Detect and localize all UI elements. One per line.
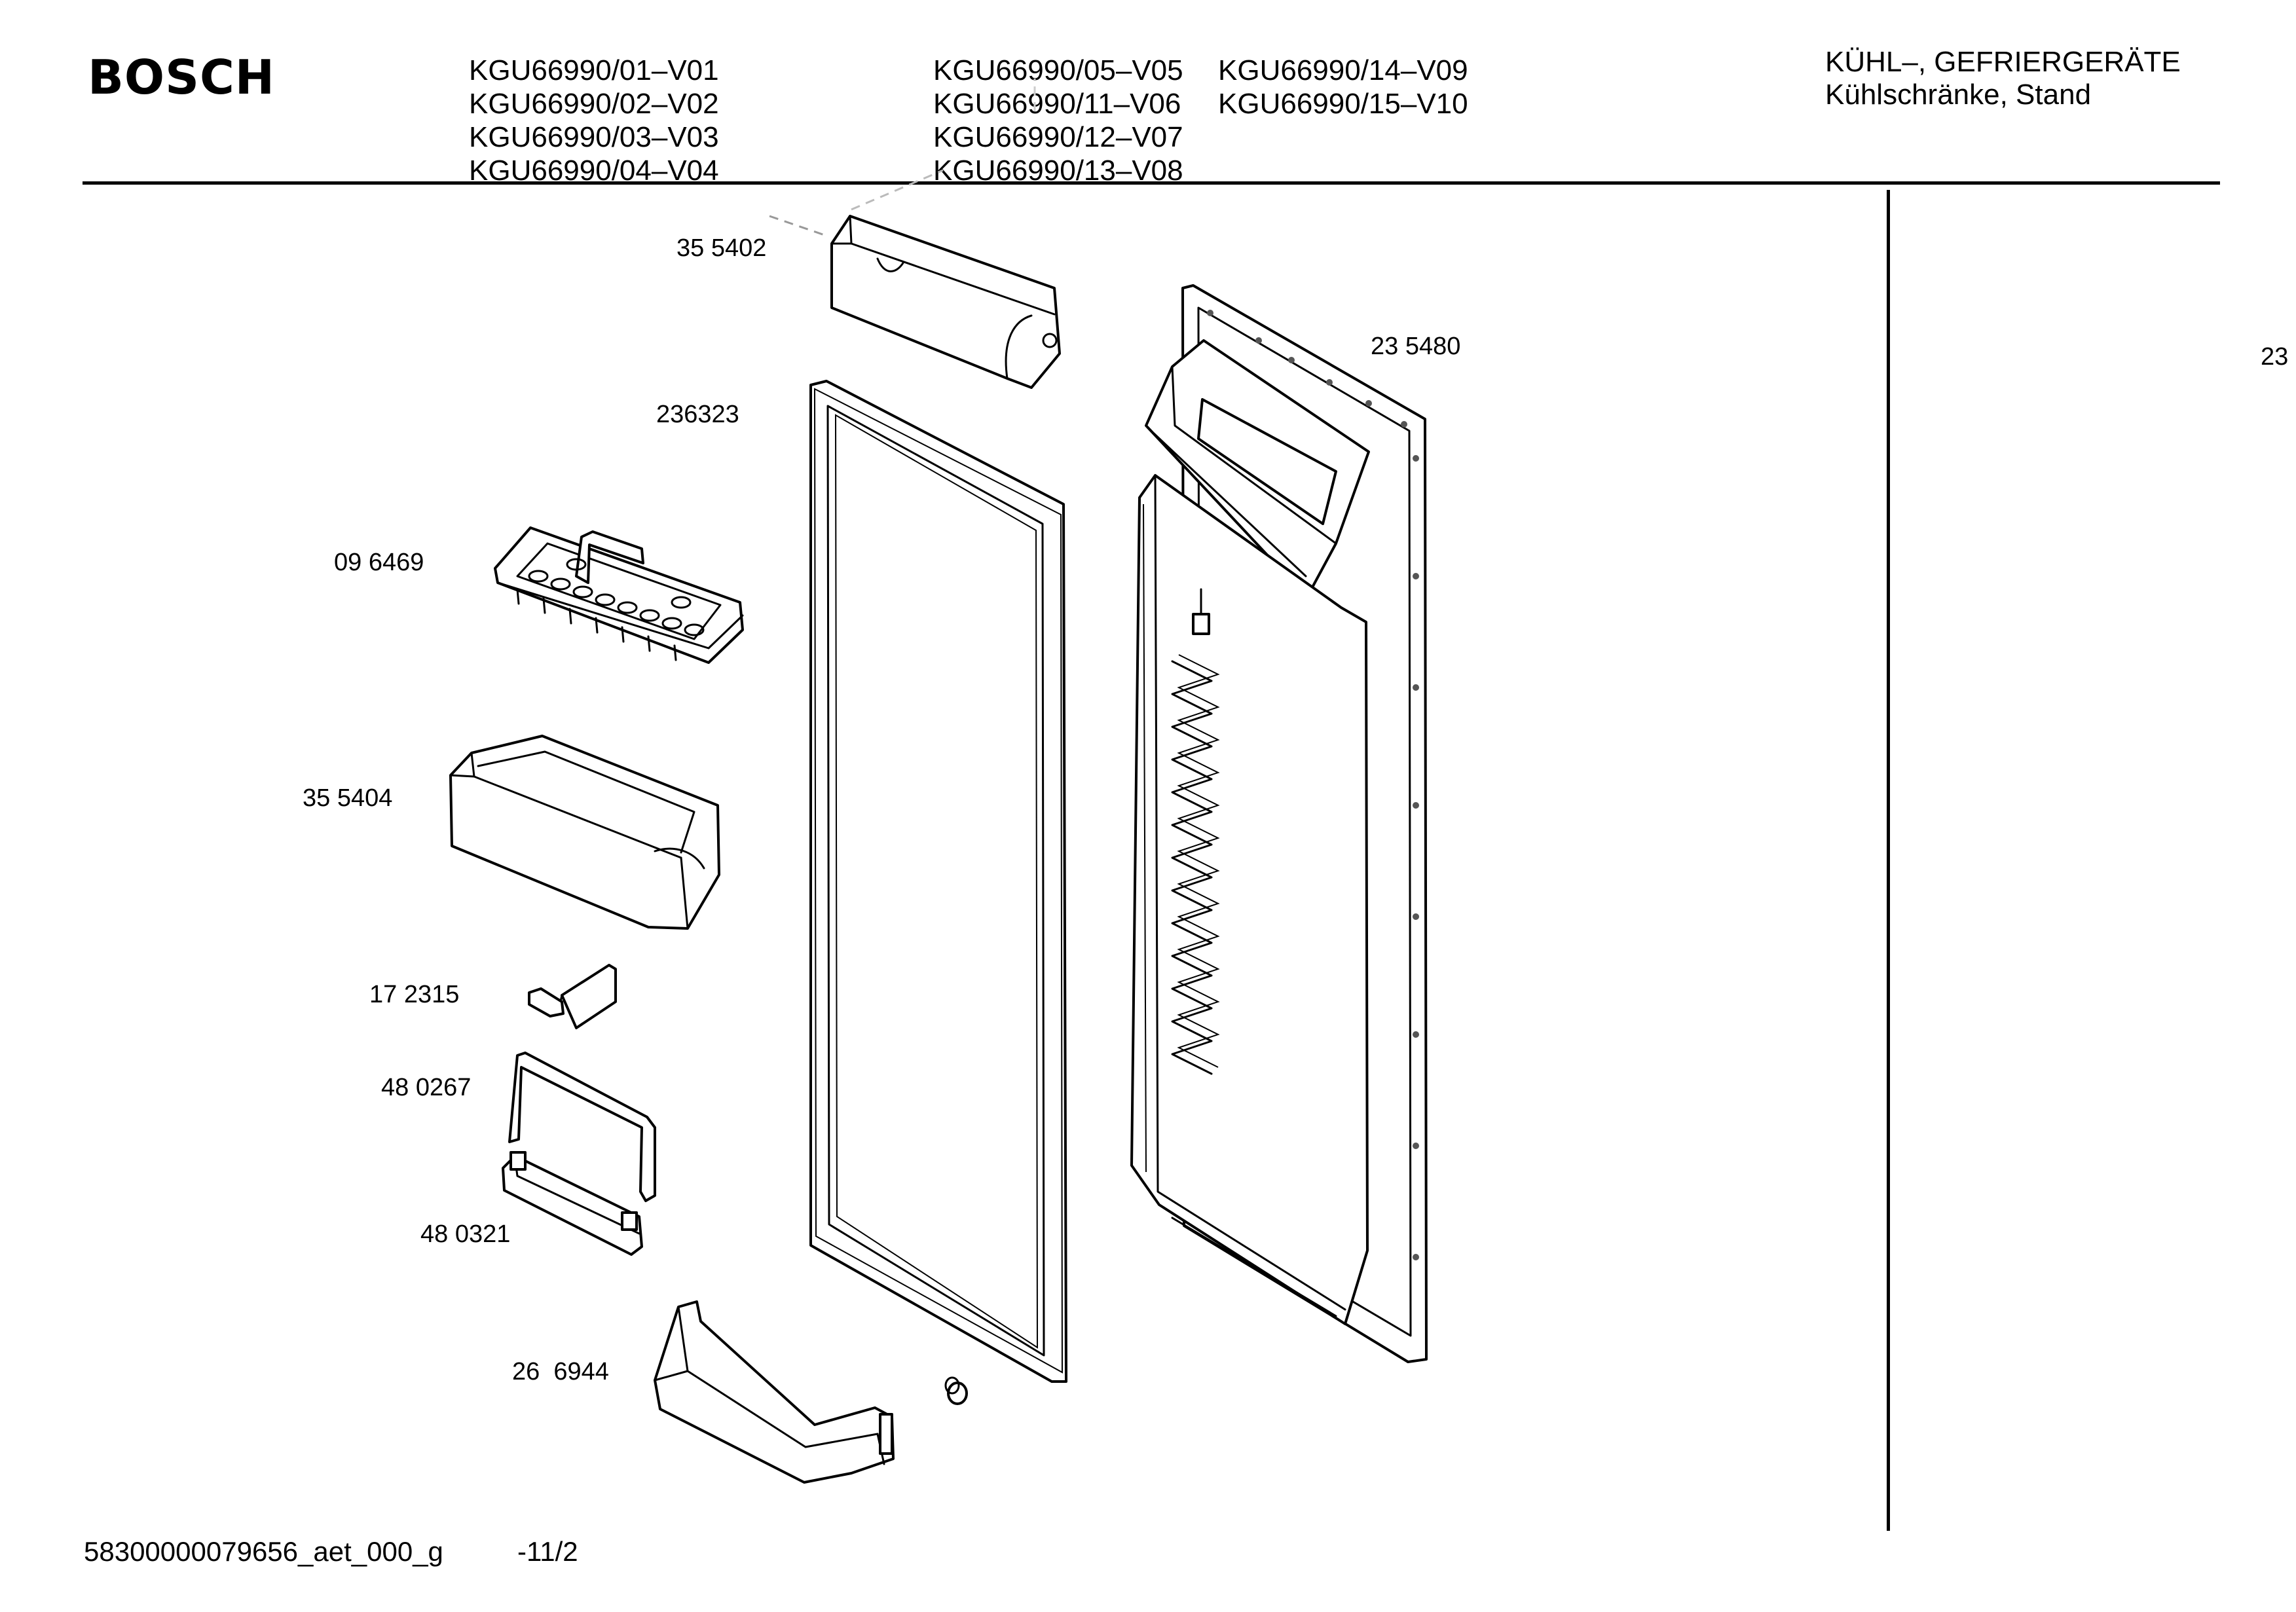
- side-label: 23: [2261, 343, 2289, 371]
- document-id: 58300000079656_aet_000_g: [84, 1536, 443, 1567]
- model-column-2: KGU66990/05–V05 KGU66990/11–V06 KGU66990…: [933, 54, 1183, 187]
- model-number: KGU66990/15–V10: [1218, 88, 1468, 120]
- part-label-236323: 236323: [656, 401, 739, 428]
- coil: [1171, 660, 1213, 1075]
- wire-bail: [508, 1052, 656, 1202]
- model-number: KGU66990/02–V02: [469, 88, 719, 120]
- egg-tray: [494, 526, 744, 664]
- category-title: KÜHL–, GEFRIERGERÄTE: [1825, 46, 2181, 78]
- door-gasket: [809, 380, 1067, 1383]
- brand-logo: BOSCH: [88, 50, 276, 105]
- model-number: KGU66990/12–V07: [933, 121, 1183, 153]
- egg-cups: [528, 558, 705, 636]
- part-label-480267: 48 0267: [381, 1074, 472, 1101]
- flange-holes: [1207, 310, 1419, 1260]
- header-rule: [83, 181, 2220, 185]
- stopper: [944, 1376, 968, 1405]
- bottle-shelf: [654, 1300, 895, 1484]
- part-label-355404: 35 5404: [303, 784, 393, 812]
- model-number: KGU66990/01–V01: [469, 54, 719, 86]
- part-label-172315: 17 2315: [369, 981, 460, 1008]
- top-shelf-cover: [830, 215, 1061, 389]
- model-column-1: KGU66990/01–V01 KGU66990/02–V02 KGU66990…: [469, 54, 719, 187]
- model-number: KGU66990/04–V04: [469, 155, 719, 187]
- page-number: -11/2: [517, 1536, 578, 1567]
- part-label-235480: 23 5480: [1371, 333, 1461, 360]
- category-block: KÜHL–, GEFRIERGERÄTE Kühlschränke, Stand: [1825, 46, 2181, 111]
- model-column-3: KGU66990/14–V09 KGU66990/15–V10: [1218, 54, 1468, 120]
- door-bin: [449, 735, 720, 930]
- part-label-355402: 35 5402: [676, 234, 767, 262]
- model-number: KGU66990/13–V08: [933, 155, 1183, 187]
- part-label-480321: 48 0321: [420, 1220, 511, 1248]
- model-number: KGU66990/11–V06: [933, 88, 1181, 120]
- part-label-096469: 09 6469: [334, 549, 424, 576]
- model-number: KGU66990/03–V03: [469, 121, 719, 153]
- model-number: KGU66990/14–V09: [1218, 54, 1468, 86]
- category-subtitle: Kühlschränke, Stand: [1825, 79, 2092, 111]
- vertical-divider: [1887, 190, 1890, 1531]
- clip: [528, 964, 617, 1029]
- inner-door-liner: [1130, 284, 1428, 1363]
- retainer-strip: [502, 1151, 643, 1256]
- model-number: KGU66990/05–V05: [933, 54, 1183, 86]
- part-label-266944: 26 6944: [512, 1358, 609, 1385]
